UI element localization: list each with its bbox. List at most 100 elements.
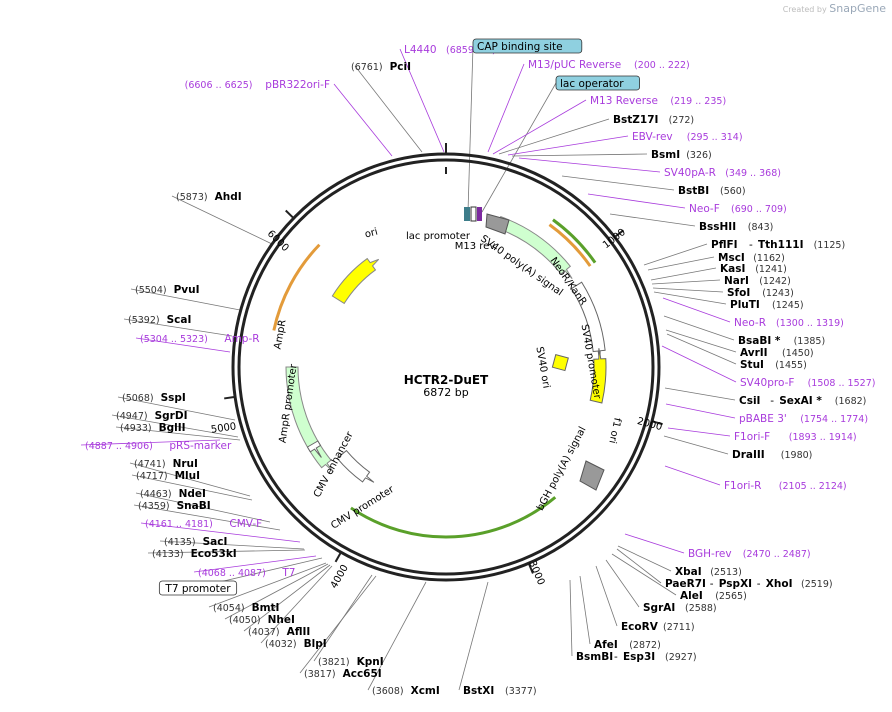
- label-bsshii[interactable]: BssHII(843): [699, 221, 773, 233]
- label-ebv[interactable]: EBV-rev(295 .. 314): [632, 131, 743, 143]
- name-csii: CsiI: [739, 395, 760, 407]
- name-pluti: PluTI: [730, 299, 760, 311]
- label-sv40pa[interactable]: SV40pA-R(349 .. 368): [664, 167, 781, 179]
- name-m13puc: M13/pUC Reverse: [528, 59, 621, 71]
- pos-bstbi: (560): [720, 186, 746, 197]
- label-ampr[interactable]: (5304 .. 5323)Amp-R: [140, 333, 260, 345]
- amprprom-arrow[interactable]: [306, 440, 322, 458]
- label-csii[interactable]: CsiI-SexAI *(1682): [739, 395, 866, 407]
- leader-msci: [647, 256, 715, 271]
- label-t7[interactable]: (4068 .. 4087)T7: [198, 567, 296, 579]
- label-nhei[interactable]: (4050)NheI: [229, 614, 295, 626]
- label-pluti[interactable]: PluTI(1245): [730, 299, 804, 311]
- label-xbai[interactable]: XbaI(2513): [675, 566, 742, 578]
- label-t7prom[interactable]: T7 promoter: [158, 580, 238, 596]
- label-ecorv[interactable]: EcoRV(2711): [621, 621, 695, 633]
- name-bstz17i: BstZ17I: [613, 114, 658, 126]
- sv40ori-box: [551, 354, 569, 372]
- leader-stui: [666, 333, 737, 365]
- leader-neor: [662, 297, 731, 323]
- label-cmvf[interactable]: (4161 .. 4181)CMV-F: [145, 518, 262, 530]
- label-pbr322[interactable]: (6606 .. 6625)pBR322ori-F: [185, 79, 330, 91]
- name-snabi: SnaBI: [177, 500, 211, 512]
- name-ebv: EBV-rev: [632, 131, 673, 143]
- label-f1orif[interactable]: F1ori-F(1893 .. 1914): [734, 431, 857, 443]
- label-bglii[interactable]: (4933)BglII: [120, 422, 186, 434]
- neokan-arrow[interactable]: [495, 216, 573, 280]
- label-m13puc[interactable]: M13/pUC Reverse(200 .. 222): [528, 59, 690, 71]
- label-prs[interactable]: (4887 .. 4906)pRS-marker: [85, 440, 232, 452]
- label-neor[interactable]: Neo-R(1300 .. 1319): [734, 317, 844, 329]
- label-afei[interactable]: AfeI(2872): [594, 639, 661, 651]
- label-acc65i[interactable]: (3817)Acc65I: [304, 668, 382, 680]
- label-pbabe[interactable]: pBABE 3'(1754 .. 1774): [739, 413, 868, 425]
- name-sfoi: SfoI: [727, 287, 750, 299]
- leader-m13rev: [492, 99, 587, 155]
- label-pflfi[interactable]: PflFI-Tth111I(1125): [711, 239, 845, 251]
- pos-sv40pro: (1508 .. 1527): [808, 378, 876, 389]
- label-cap[interactable]: CAP binding site: [472, 38, 583, 54]
- label-alei[interactable]: AleI(2565): [680, 590, 747, 602]
- label-bsmi[interactable]: BsmI(326): [651, 149, 712, 161]
- label-mlui[interactable]: (4717)MluI: [136, 470, 200, 482]
- feature-label-bghpa: bGH poly(A) signal: [535, 425, 589, 513]
- name-neor: Neo-R: [734, 317, 766, 329]
- label-xcmi[interactable]: (3608)XcmI: [372, 685, 440, 697]
- label-eco53ki[interactable]: (4133)Eco53kI: [152, 548, 237, 560]
- label-aflii[interactable]: (4037)AflII: [248, 626, 310, 638]
- label-paer7i[interactable]: PaeR7I-PspXI-XhoI(2519): [665, 578, 833, 590]
- label-bstxi[interactable]: BstXI(3377): [463, 685, 537, 697]
- name-t7: T7: [281, 567, 295, 579]
- label-bsabi[interactable]: BsaBI *(1385): [738, 335, 825, 347]
- name-bsabi: BsaBI *: [738, 335, 781, 347]
- label-scai[interactable]: (5392)ScaI: [128, 314, 191, 326]
- label-nrui[interactable]: (4741)NruI: [134, 458, 198, 470]
- label-f1orir[interactable]: F1ori-R(2105 .. 2124): [724, 480, 847, 492]
- label-pci[interactable]: (6761)PciI: [351, 61, 411, 73]
- pos-f1orir: (2105 .. 2124): [779, 481, 847, 492]
- label-bmti[interactable]: (4054)BmtI: [213, 602, 279, 614]
- name-paer7i: PaeR7I: [665, 578, 706, 590]
- amprgene-arrow[interactable]: [285, 366, 334, 473]
- leader-mlui: [131, 474, 253, 501]
- label-sfoi[interactable]: SfoI(1243): [727, 287, 794, 299]
- label-kasi[interactable]: KasI(1241): [720, 263, 787, 275]
- label-blpi[interactable]: (4032)BlpI: [265, 638, 327, 650]
- leader-t7: [193, 555, 317, 573]
- label-sspi[interactable]: (5068)SspI: [122, 392, 186, 404]
- label-ndei[interactable]: (4463)NdeI: [140, 488, 206, 500]
- label-draiii[interactable]: DraIII(1980): [732, 449, 812, 461]
- name-sgrdi: SgrDI: [155, 410, 188, 422]
- label-m13rev[interactable]: M13 Reverse(219 .. 235): [590, 95, 726, 107]
- label-l4440[interactable]: L4440(6859 .. 4): [404, 44, 496, 56]
- label-saci[interactable]: (4135)SacI: [164, 536, 227, 548]
- ori-orange-arc: [272, 243, 321, 331]
- label-neof[interactable]: Neo-F(690 .. 709): [689, 203, 787, 215]
- ori-arrow[interactable]: [331, 257, 380, 305]
- label-msci[interactable]: MscI(1162): [718, 252, 785, 264]
- label-bsmbi[interactable]: BsmBI-Esp3I(2927): [576, 651, 697, 663]
- label-snabi[interactable]: (4359)SnaBI: [138, 500, 211, 512]
- label-sgrai[interactable]: SgrAI(2588): [643, 602, 717, 614]
- label-bstz17i[interactable]: BstZ17I(272): [613, 114, 694, 126]
- label-nari[interactable]: NarI(1242): [724, 275, 791, 287]
- label-bghrev[interactable]: BGH-rev(2470 .. 2487): [688, 548, 811, 560]
- name-bglii: BglII: [159, 422, 186, 434]
- cmvprom-arrow[interactable]: [336, 449, 375, 483]
- label-pvui[interactable]: (5504)PvuI: [135, 284, 200, 296]
- f1ori-arrow[interactable]: [589, 348, 607, 404]
- label-sgrdi[interactable]: (4947)SgrDI: [116, 410, 187, 422]
- label-avrii[interactable]: AvrII(1450): [740, 347, 814, 359]
- label-lacop[interactable]: lac operator: [555, 75, 640, 91]
- pos-bstxi: (3377): [505, 686, 537, 697]
- label-sv40pro[interactable]: SV40pro-F(1508 .. 1527): [740, 377, 875, 389]
- label-kpni[interactable]: (3821)KpnI: [318, 656, 384, 668]
- label-ahdi[interactable]: (5873)AhdI: [176, 191, 242, 203]
- pos-prs: (4887 .. 4906): [85, 441, 153, 452]
- name-msci: MscI: [718, 252, 745, 264]
- leader-kpni: [313, 574, 373, 662]
- label-bstbi[interactable]: BstBI(560): [678, 185, 746, 197]
- label-stui[interactable]: StuI(1455): [740, 359, 807, 371]
